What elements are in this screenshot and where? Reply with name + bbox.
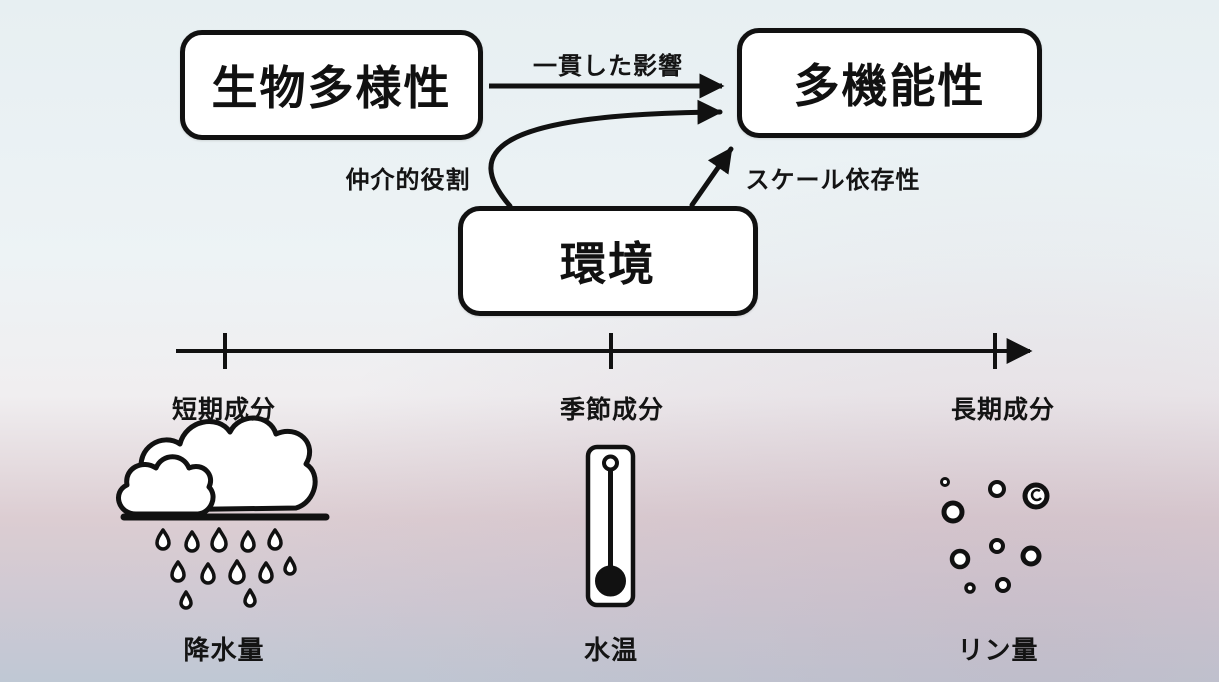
multifunctionality-label: 多機能性 <box>793 60 986 112</box>
consistent-effect-label: 一貫した影響 <box>533 53 683 80</box>
biodiversity-box: 生物多様性 <box>180 30 483 140</box>
biodiversity-label: 生物多様性 <box>211 62 452 114</box>
timeline-label-seasonal: 季節成分 <box>559 396 665 424</box>
timeline-label-long-term: 長期成分 <box>950 396 1056 424</box>
phosphorus-dots-icon <box>940 477 1050 594</box>
example-label-precipitation: 降水量 <box>183 635 265 665</box>
mediating-role-arrow <box>488 99 723 209</box>
thermometer-icon <box>585 444 636 608</box>
example-label-phosphorus: リン量 <box>957 635 1039 665</box>
example-label-water-temperature: 水温 <box>583 635 639 665</box>
scale-dependency-label: スケール依存性 <box>745 167 921 194</box>
rain-cloud-icon <box>116 415 330 610</box>
timeline-label-short-term: 短期成分 <box>171 396 277 424</box>
mediating-role-label: 仲介的役割 <box>345 167 471 194</box>
timeline-axis <box>176 333 1033 369</box>
environment-label: 環境 <box>560 238 656 290</box>
multifunctionality-box: 多機能性 <box>737 28 1042 138</box>
environment-box: 環境 <box>458 206 758 316</box>
scale-dependency-arrow <box>689 146 734 208</box>
